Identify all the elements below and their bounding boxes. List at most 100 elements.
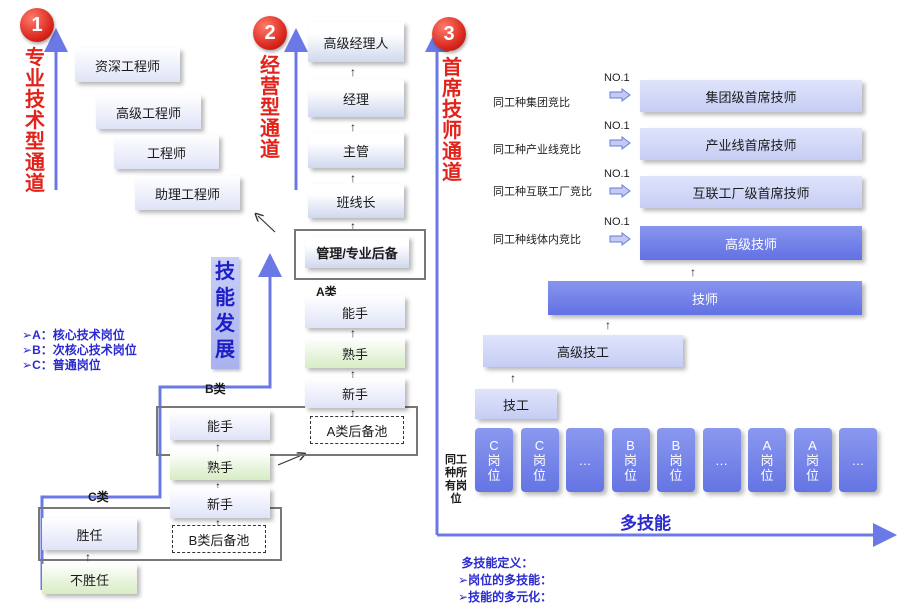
position-cell-text: 位 bbox=[760, 467, 774, 483]
right-arrow-icon bbox=[609, 232, 631, 246]
rank-label: NO.1 bbox=[604, 216, 630, 228]
position-cell-text: 岗 bbox=[623, 452, 637, 468]
up-arrow: ↑ bbox=[510, 371, 516, 385]
position-cell-text: 位 bbox=[669, 467, 683, 483]
legend-item-c: ➢C：普通岗位 bbox=[22, 358, 101, 372]
position-cell-more: … bbox=[702, 428, 741, 492]
comparison-group: 同工种集团竞比 bbox=[493, 97, 570, 109]
level-assistant-engineer: 助理工程师 bbox=[135, 176, 240, 210]
level-senior-engineer-2: 高级工程师 bbox=[96, 95, 201, 129]
level-senior-technician: 高级技师 bbox=[640, 226, 862, 260]
level-team-leader: 班线长 bbox=[308, 184, 404, 218]
up-arrow: ↑ bbox=[605, 318, 611, 332]
channel-3-badge: 3 bbox=[432, 17, 466, 51]
channel-2-badge: 2 bbox=[253, 16, 287, 50]
class-a-novice: 新手 bbox=[305, 378, 405, 408]
position-cell-text: 位 bbox=[532, 467, 546, 483]
class-b-frame bbox=[156, 406, 418, 456]
position-cell-letter: A bbox=[762, 437, 772, 453]
channel-1-badge: 1 bbox=[20, 8, 54, 42]
level-worker: 技工 bbox=[475, 389, 557, 419]
management-reserve-frame bbox=[294, 229, 426, 280]
class-b-label: B类 bbox=[205, 382, 226, 396]
class-a-label: A类 bbox=[316, 285, 337, 299]
class-legend: ➢A：核心技术岗位 ➢B：次核心技术岗位 ➢C：普通岗位 bbox=[22, 328, 137, 373]
position-cell-text: 位 bbox=[805, 467, 819, 483]
position-cell-text: 岗 bbox=[487, 452, 501, 468]
multiskill-definition: 多技能定义： ➢岗位的多技能： ➢技能的多元化： bbox=[458, 555, 552, 606]
connector-to-prof bbox=[258, 216, 276, 233]
up-arrow: ↑ bbox=[350, 65, 356, 79]
position-cell-letter: B bbox=[626, 437, 635, 453]
up-arrow: ↑ bbox=[350, 171, 356, 185]
level-product-line-chief-technician: 产业线首席技师 bbox=[640, 128, 862, 160]
rank-label: NO.1 bbox=[604, 168, 630, 180]
up-arrow: ↑ bbox=[350, 326, 356, 340]
position-cell-ellipsis: … bbox=[715, 452, 728, 468]
class-b-skilled: 熟手 bbox=[170, 452, 270, 480]
class-c-label: C类 bbox=[88, 490, 109, 504]
position-cell-text: 岗 bbox=[532, 452, 546, 468]
channel-1-title: 专业技术型通道 bbox=[25, 47, 45, 195]
position-cell-text: 岗 bbox=[760, 452, 774, 468]
position-cell-text: 岗 bbox=[805, 452, 819, 468]
class-a-expert: 能手 bbox=[305, 296, 405, 328]
level-manager: 经理 bbox=[308, 79, 404, 117]
multiskill-axis-label: 多技能 bbox=[620, 514, 671, 533]
right-arrow-icon bbox=[609, 88, 631, 102]
right-arrow-icon bbox=[609, 184, 631, 198]
position-cell-more: … bbox=[566, 428, 604, 492]
level-senior-manager: 高级经理人 bbox=[308, 22, 404, 62]
definition-title: 多技能定义： bbox=[461, 556, 534, 570]
level-group-chief-technician: 集团级首席技师 bbox=[640, 80, 862, 112]
up-arrow: ↑ bbox=[350, 120, 356, 134]
channel-2-title: 经营型通道 bbox=[260, 55, 280, 161]
class-c-frame bbox=[38, 507, 282, 561]
channel-3-title: 首席技师通道 bbox=[442, 57, 462, 184]
level-senior-worker: 高级技工 bbox=[483, 335, 683, 367]
level-technician: 技师 bbox=[548, 281, 862, 315]
position-cell-text: 位 bbox=[623, 467, 637, 483]
rank-label: NO.1 bbox=[604, 120, 630, 132]
up-arrow: ↑ bbox=[85, 550, 91, 564]
class-b-novice: 新手 bbox=[170, 488, 270, 518]
right-arrow-icon bbox=[609, 136, 631, 150]
position-cell-letter: A bbox=[808, 437, 817, 453]
class-c-competent: 胜任 bbox=[42, 518, 137, 550]
position-cell-ellipsis: … bbox=[851, 452, 865, 468]
level-factory-chief-technician: 互联工厂级首席技师 bbox=[640, 176, 862, 208]
class-a-skilled: 熟手 bbox=[305, 338, 405, 368]
skill-development-label: 技能发展 bbox=[211, 257, 239, 369]
level-supervisor: 主管 bbox=[308, 132, 404, 168]
position-cell-text: 位 bbox=[487, 467, 501, 483]
connector-b-to-a bbox=[277, 455, 302, 466]
comparison-line: 同工种线体内竞比 bbox=[493, 234, 581, 246]
up-arrow: ↑ bbox=[690, 265, 696, 279]
position-cell-letter: C bbox=[489, 437, 499, 453]
class-b-reserve-pool: B类后备池 bbox=[172, 525, 266, 553]
position-cell-ellipsis: … bbox=[578, 452, 592, 468]
up-arrow: ↑ bbox=[215, 479, 221, 493]
class-b-expert: 能手 bbox=[170, 410, 270, 440]
class-c-incompetent: 不胜任 bbox=[42, 564, 137, 594]
position-cell-more: … bbox=[839, 428, 877, 492]
legend-item-b: ➢B：次核心技术岗位 bbox=[22, 343, 137, 357]
up-arrow: ↑ bbox=[215, 440, 221, 454]
up-arrow: ↑ bbox=[350, 367, 356, 381]
skill-staircase bbox=[40, 253, 282, 590]
legend-item-a: ➢A：核心技术岗位 bbox=[22, 328, 125, 342]
rank-label: NO.1 bbox=[604, 72, 630, 84]
comparison-factory: 同工种互联工厂竞比 bbox=[493, 186, 592, 198]
comparison-product-line: 同工种产业线竞比 bbox=[493, 144, 581, 156]
position-cell-text: 岗 bbox=[669, 452, 683, 468]
level-management-reserve: 管理/专业后备 bbox=[305, 236, 409, 268]
up-arrow: ↑ bbox=[215, 516, 221, 530]
position-cell-letter: C bbox=[534, 437, 545, 453]
